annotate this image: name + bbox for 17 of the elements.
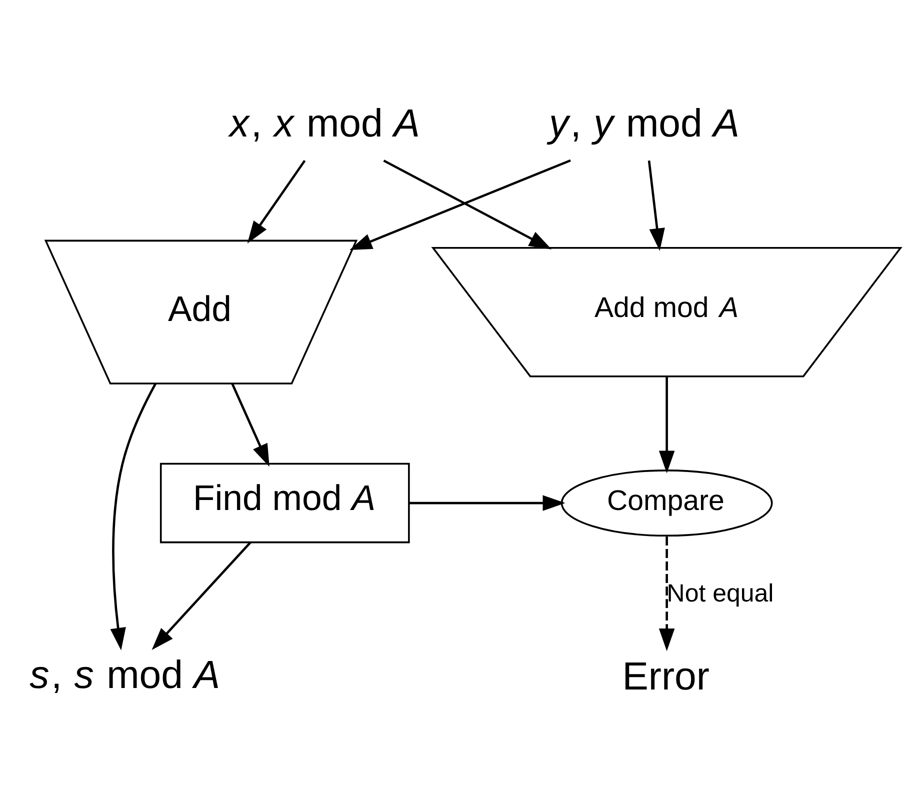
arrow xyxy=(658,536,675,652)
arrow xyxy=(658,376,675,474)
node-text: y, y mod A xyxy=(549,101,740,146)
arrow xyxy=(409,495,566,511)
arrow xyxy=(231,383,270,467)
arrow xyxy=(247,160,306,244)
node-text: s, s mod A xyxy=(30,652,220,697)
node-ellipse: Compare xyxy=(560,470,773,537)
node-box: Find mod A xyxy=(160,462,410,544)
node-text: Error xyxy=(622,654,710,699)
arrow xyxy=(648,160,665,251)
node-text: x, x mod A xyxy=(230,101,420,146)
arrow xyxy=(152,542,252,650)
arrow xyxy=(383,160,552,250)
edge-label: Not equal xyxy=(666,580,774,608)
arrow xyxy=(110,382,157,650)
arrow xyxy=(350,159,571,250)
